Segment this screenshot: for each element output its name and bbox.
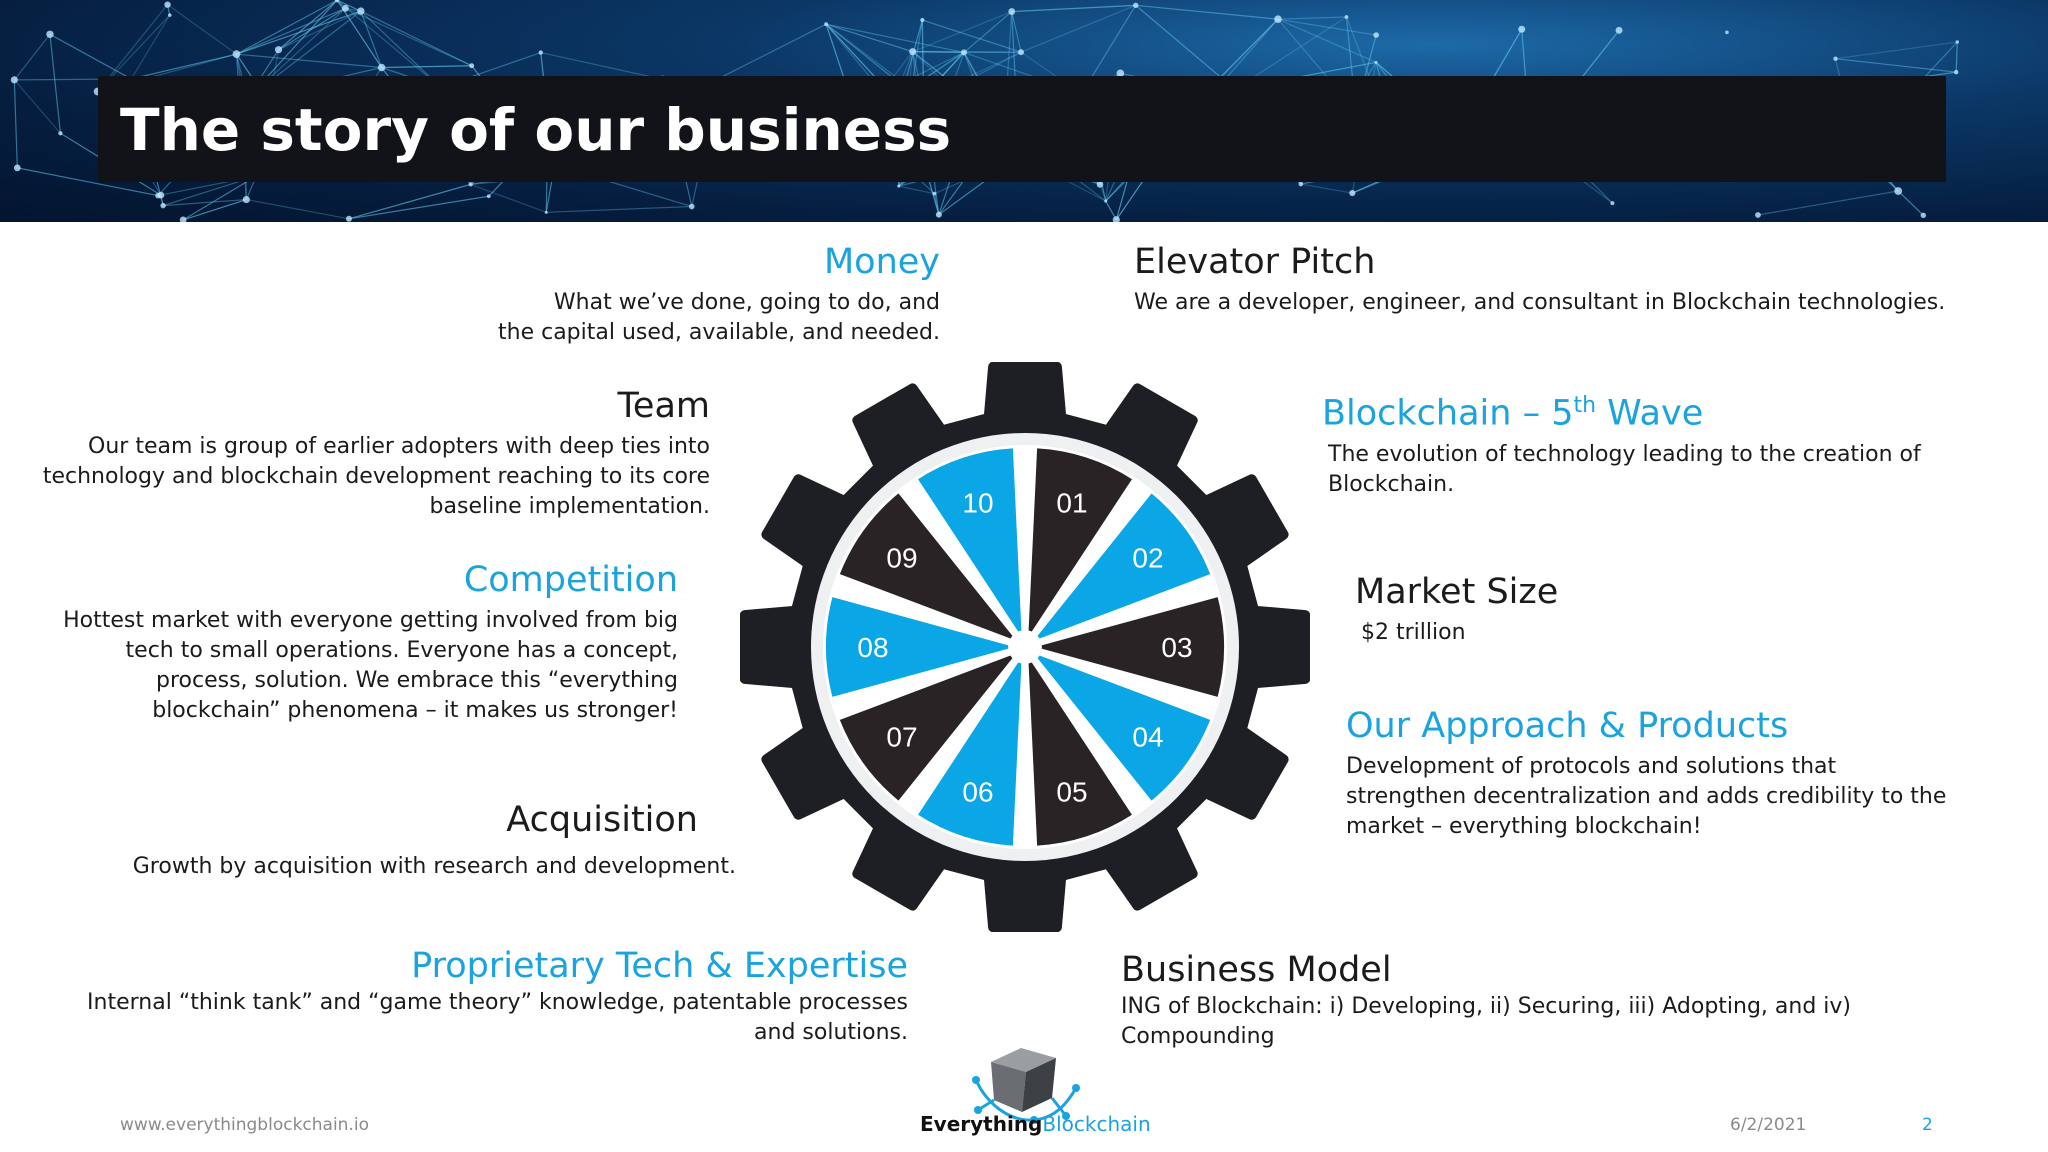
proprietary-heading: Proprietary Tech & Expertise bbox=[411, 946, 908, 986]
fifth-wave-heading-prefix: Blockchain – 5 bbox=[1322, 393, 1574, 434]
gear-segment-label-09: 09 bbox=[886, 543, 917, 574]
elevator-pitch-body: We are a developer, engineer, and consul… bbox=[1134, 288, 1945, 318]
competition-line-3: process, solution. We embrace this “ever… bbox=[156, 668, 678, 693]
proprietary-body: Internal “think tank” and “game theory” … bbox=[87, 988, 908, 1048]
team-line-2: technology and blockchain development re… bbox=[42, 464, 710, 489]
gear-segment-label-06: 06 bbox=[962, 777, 993, 808]
gear-hub bbox=[1013, 635, 1037, 659]
gear-segment-10 bbox=[915, 446, 1024, 634]
footer-date: 6/2/2021 bbox=[1730, 1115, 1807, 1135]
approach-heading: Our Approach & Products bbox=[1346, 706, 1789, 746]
proprietary-line-1: Internal “think tank” and “game theory” … bbox=[87, 990, 908, 1015]
money-section: Money What we’ve done, going to do, and … bbox=[498, 240, 940, 348]
gear-segment-label-04: 04 bbox=[1132, 721, 1163, 752]
title-bar bbox=[98, 76, 1946, 182]
gear-segment-07 bbox=[837, 653, 1015, 803]
everything-blockchain-logo-icon bbox=[972, 1048, 1080, 1124]
team-heading: Team bbox=[617, 386, 710, 426]
acquisition-section: Acquisition Growth by acquisition with r… bbox=[133, 798, 736, 882]
money-line-1: What we’ve done, going to do, and bbox=[553, 290, 940, 315]
gear-segment-03 bbox=[1039, 594, 1226, 700]
gear-segment-09 bbox=[837, 491, 1015, 641]
business-model-heading: Business Model bbox=[1121, 950, 1392, 990]
team-section: Team Our team is group of earlier adopte… bbox=[43, 384, 710, 522]
gear-segment-08 bbox=[824, 594, 1011, 700]
acquisition-line-1: Growth by acquisition with research and … bbox=[132, 854, 736, 879]
competition-line-2: tech to small operations. Everyone has a… bbox=[125, 638, 678, 663]
fifth-wave-heading-sup: th bbox=[1573, 393, 1597, 418]
approach-line-3: market – everything blockchain! bbox=[1346, 814, 1702, 839]
acquisition-body: Growth by acquisition with research and … bbox=[133, 852, 736, 882]
gear-segment-05 bbox=[1026, 660, 1135, 848]
team-body: Our team is group of earlier adopters wi… bbox=[43, 432, 710, 522]
business-model-section: Business Model ING of Blockchain: i) Dev… bbox=[1121, 948, 1851, 1052]
gear-segment-06 bbox=[915, 660, 1024, 848]
proprietary-section: Proprietary Tech & Expertise Internal “t… bbox=[87, 944, 908, 1048]
footer-url[interactable]: www.everythingblockchain.io bbox=[120, 1115, 369, 1135]
market-size-section: Market Size $2 trillion bbox=[1355, 570, 1558, 648]
team-line-1: Our team is group of earlier adopters wi… bbox=[88, 434, 710, 459]
fifth-wave-body: The evolution of technology leading to t… bbox=[1328, 440, 1921, 500]
business-model-line-2: Compounding bbox=[1121, 1024, 1275, 1049]
gear-segment-label-02: 02 bbox=[1132, 543, 1163, 574]
logo-cube-icon bbox=[972, 1048, 1080, 1124]
gear-segment-label-10: 10 bbox=[962, 487, 993, 518]
gear-segment-label-07: 07 bbox=[886, 721, 917, 752]
logo-word-2: Blockchain bbox=[1042, 1112, 1151, 1136]
money-line-2: the capital used, available, and needed. bbox=[498, 320, 940, 345]
gear-segment-04 bbox=[1035, 653, 1213, 803]
acquisition-heading: Acquisition bbox=[506, 800, 698, 840]
gear-segment-02 bbox=[1035, 491, 1213, 641]
gear-segment-label-01: 01 bbox=[1056, 487, 1087, 518]
team-line-3: baseline implementation. bbox=[429, 494, 710, 519]
logo-wordmark: EverythingBlockchain bbox=[920, 1112, 1151, 1136]
slide-title: The story of our business bbox=[120, 96, 952, 164]
market-size-line-1: $2 trillion bbox=[1361, 620, 1466, 645]
competition-section: Competition Hottest market with everyone… bbox=[63, 558, 678, 726]
competition-body: Hottest market with everyone getting inv… bbox=[63, 606, 678, 726]
approach-body: Development of protocols and solutions t… bbox=[1346, 752, 1946, 842]
fifth-wave-section: Blockchain – 5th Wave The evolution of t… bbox=[1322, 384, 1921, 500]
page-number: 2 bbox=[1922, 1115, 1933, 1135]
proprietary-line-2: and solutions. bbox=[754, 1020, 908, 1045]
competition-heading: Competition bbox=[463, 560, 678, 600]
fifth-wave-heading: Blockchain – 5th Wave bbox=[1322, 384, 1921, 436]
competition-line-4: blockchain” phenomena – it makes us stro… bbox=[152, 698, 678, 723]
approach-section: Our Approach & Products Development of p… bbox=[1346, 704, 1946, 842]
fifth-wave-heading-suffix: Wave bbox=[1596, 393, 1704, 434]
competition-line-1: Hottest market with everyone getting inv… bbox=[63, 608, 678, 633]
gear-segment-label-08: 08 bbox=[857, 632, 888, 663]
elevator-pitch-line-1: We are a developer, engineer, and consul… bbox=[1134, 290, 1946, 315]
business-model-line-1: ING of Blockchain: i) Developing, ii) Se… bbox=[1121, 994, 1852, 1019]
money-body: What we’ve done, going to do, and the ca… bbox=[498, 288, 940, 348]
market-size-heading: Market Size bbox=[1355, 572, 1559, 612]
business-model-body: ING of Blockchain: i) Developing, ii) Se… bbox=[1121, 992, 1851, 1052]
money-heading: Money bbox=[823, 242, 940, 282]
gear-wheel-diagram: 01 02 03 04 05 06 07 08 09 10 bbox=[740, 362, 1310, 932]
approach-line-1: Development of protocols and solutions t… bbox=[1346, 754, 1837, 779]
market-size-body: $2 trillion bbox=[1361, 618, 1558, 648]
gear-segment-label-03: 03 bbox=[1161, 632, 1192, 663]
elevator-pitch-heading: Elevator Pitch bbox=[1134, 242, 1376, 282]
logo-word-1: Everything bbox=[920, 1112, 1043, 1136]
approach-line-2: strengthen decentralization and adds cre… bbox=[1346, 784, 1947, 809]
gear-segment-01 bbox=[1026, 446, 1135, 634]
gear-segment-label-05: 05 bbox=[1056, 777, 1087, 808]
fifth-wave-line-2: Blockchain. bbox=[1328, 471, 1455, 497]
fifth-wave-line-1: The evolution of technology leading to t… bbox=[1328, 441, 1921, 467]
elevator-pitch-section: Elevator Pitch We are a developer, engin… bbox=[1134, 240, 1945, 318]
